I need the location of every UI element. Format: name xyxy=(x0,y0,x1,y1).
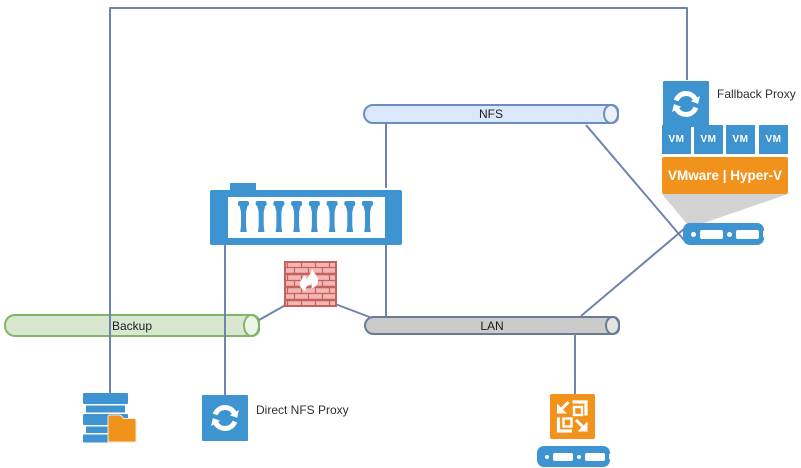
server-drive-slot xyxy=(585,452,605,461)
vm-box-4: VM xyxy=(759,125,788,154)
stacked-disks-folder-icon xyxy=(83,393,137,443)
server-port xyxy=(609,454,614,459)
nfs-pipe-label: NFS xyxy=(479,107,503,121)
server-drive-slot xyxy=(553,452,573,461)
direct-nfs-proxy-label: Direct NFS Proxy xyxy=(256,403,349,417)
vm-label: VM xyxy=(765,134,782,145)
proxy-appliance-node xyxy=(550,394,595,439)
nfs-network-pipe: NFS xyxy=(363,104,619,124)
hypervisor-funnel-shape xyxy=(662,194,788,224)
data-mover-arrows-icon xyxy=(550,394,595,439)
appliance-server-node xyxy=(537,446,614,467)
backup-pipe-label: Backup xyxy=(111,318,153,333)
fallback-proxy-label: Fallback Proxy xyxy=(717,87,796,101)
server-led xyxy=(691,231,696,237)
lan-pipe-label: LAN xyxy=(480,318,504,333)
firewall-node xyxy=(284,261,337,307)
server-led xyxy=(577,454,581,459)
pipe-end-cap xyxy=(603,104,619,124)
backup-network-pipe: Backup xyxy=(4,314,260,337)
host-server-node xyxy=(683,223,769,245)
server-drive-slot xyxy=(700,229,723,239)
pipe-end-cap xyxy=(605,316,620,335)
hypervisor-bar: VMware | Hyper-V xyxy=(662,157,788,194)
vm-label: VM xyxy=(668,134,685,145)
vm-box-3: VM xyxy=(726,125,755,154)
sync-arrows-icon xyxy=(202,395,248,441)
backup-repository-node xyxy=(83,393,137,443)
vm-box-1: VM xyxy=(662,125,691,154)
connector-lan-to-host xyxy=(580,228,685,317)
storage-array-node xyxy=(210,183,402,245)
brick-wall-flame-icon xyxy=(284,261,337,307)
vm-label: VM xyxy=(700,134,717,145)
direct-nfs-proxy-node xyxy=(202,395,248,441)
server-port xyxy=(763,231,769,237)
hypervisor-label: VMware | Hyper-V xyxy=(667,168,783,183)
server-led xyxy=(545,454,549,459)
sync-arrows-icon xyxy=(663,81,709,127)
pipe-end-cap xyxy=(243,314,260,337)
server-drive-slot xyxy=(736,229,759,239)
storage-controller-icon xyxy=(210,183,402,245)
server-led xyxy=(727,231,732,237)
vm-label: VM xyxy=(732,134,749,145)
lan-network-pipe: LAN xyxy=(364,316,620,335)
fallback-proxy-node xyxy=(663,81,709,127)
vm-box-2: VM xyxy=(694,125,723,154)
